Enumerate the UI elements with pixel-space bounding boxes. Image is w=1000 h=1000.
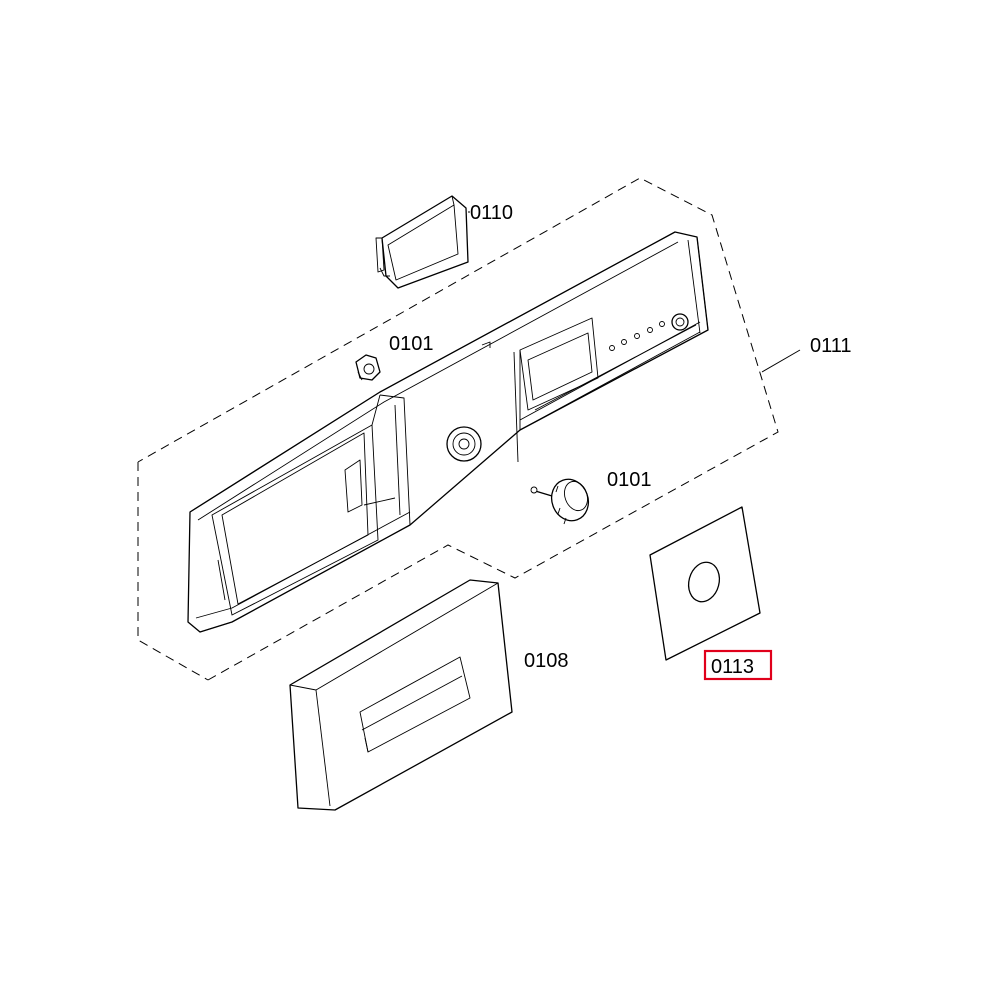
highlight-box-0113 — [703, 649, 773, 681]
control-panel-fascia — [187, 231, 709, 633]
label-0111: 0111 — [810, 335, 852, 357]
rating-label-sheet — [649, 506, 761, 661]
assembly-boundary — [137, 177, 801, 681]
display-module — [375, 195, 469, 289]
label-0110: 0110 — [470, 202, 513, 224]
detergent-drawer-front — [289, 579, 513, 811]
label-0101-top: 0101 — [389, 333, 434, 355]
label-0113: 0113 — [711, 656, 754, 678]
rotary-knob — [530, 478, 590, 525]
small-button-cap — [355, 354, 381, 381]
label-0101-knob: 0101 — [607, 469, 652, 491]
label-0108: 0108 — [524, 650, 569, 672]
